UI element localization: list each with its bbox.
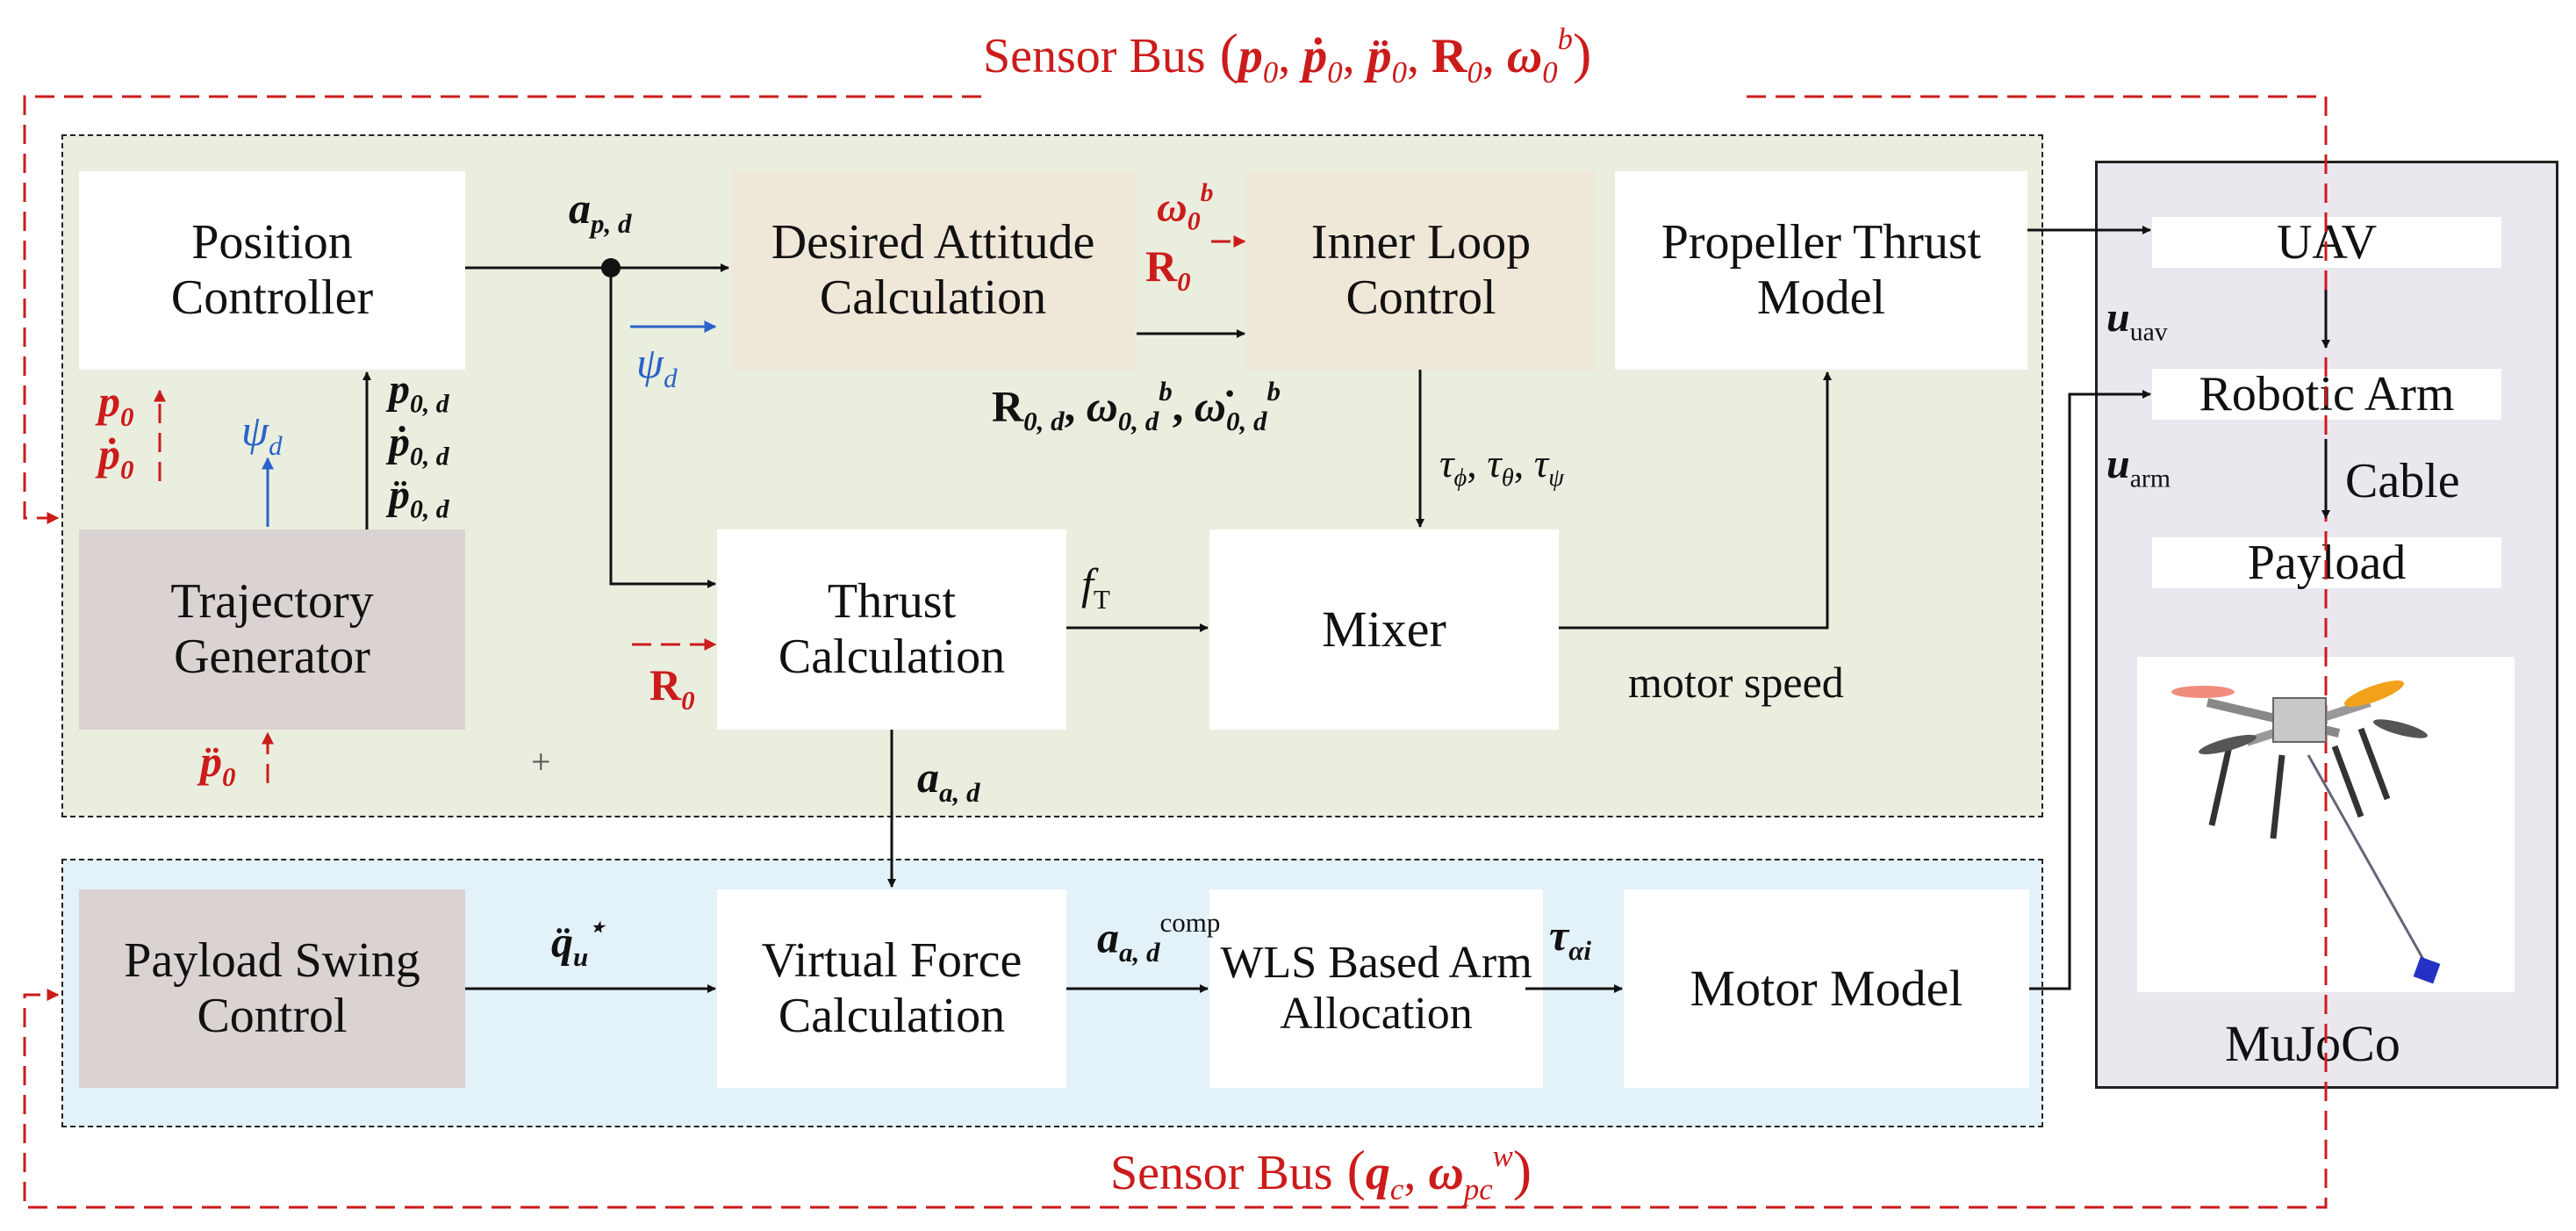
position-controller-block: Position Controller <box>79 171 465 370</box>
payload-swing-block: Payload Swing Control <box>79 889 465 1088</box>
signal-R0-top: R0 <box>1145 241 1191 297</box>
signal-a-ad-comp: aa, dcomp <box>1097 907 1221 968</box>
branch-junction <box>601 258 621 277</box>
signal-a-pd: ap, d <box>569 184 632 239</box>
signal-omega0b: ω0b <box>1157 178 1214 236</box>
drone-illustration <box>2171 680 2441 984</box>
inner-loop-block: Inner Loop Control <box>1246 171 1596 370</box>
thrust-calculation-block: Thrust Calculation <box>717 529 1066 730</box>
desired-attitude-block: Desired Attitude Calculation <box>731 171 1135 370</box>
sensor-bus-loops <box>23 95 2328 1209</box>
signal-u-arm: uarm <box>2106 441 2171 493</box>
sensor-bus-bottom: Sensor Bus (qc, ωpcw) <box>1110 1139 1532 1207</box>
signal-u-uav: uuav <box>2106 294 2168 347</box>
signal-p0dot-traj: ṗ0 <box>98 429 134 485</box>
signal-psi-d-traj: ψd <box>241 406 283 461</box>
cable-label: Cable <box>2345 454 2460 508</box>
motor-model-block: Motor Model <box>1624 889 2029 1088</box>
signal-attitude-ref: R0, d, ω0, db, ω̇0, db <box>992 376 1281 437</box>
signal-p0-ddot-in: p̈0 <box>200 737 236 792</box>
mujoco-label: MuJoCo <box>2225 1015 2400 1072</box>
blue-yaw-arrows <box>262 320 717 527</box>
signal-psi-d-top: ψd <box>636 338 678 393</box>
signal-torques: τϕ, τθ, τψ <box>1439 441 1564 492</box>
signal-arrows <box>362 226 2330 993</box>
signal-p0d-ddot: p̈0, d <box>389 472 449 524</box>
mixer-block: Mixer <box>1209 529 1559 730</box>
virtual-force-block: Virtual Force Calculation <box>717 889 1066 1088</box>
signal-p0d-dot: ṗ0, d <box>389 419 449 472</box>
signal-R0-thrust: R0 <box>649 660 695 716</box>
plus-marker: + <box>531 742 551 781</box>
motor-speed-label: motor speed <box>1628 658 1844 707</box>
signal-tau-alpha: ταi <box>1549 911 1591 966</box>
signal-p0d: p0, d <box>389 366 449 419</box>
sensor-bus-top: Sensor Bus (p0, ṗ0, p̈0, R0, ω0b) <box>983 22 1592 90</box>
signal-a-ad: aa, d <box>917 752 980 808</box>
signal-fT: fT <box>1081 559 1110 615</box>
sensor-bus-top-label: Sensor Bus <box>983 29 1206 84</box>
propeller-thrust-block: Propeller Thrust Model <box>1615 171 2027 370</box>
signal-q-u-ddot: q̈u⋆ <box>551 911 606 973</box>
wls-arm-block: WLS Based Arm Allocation <box>1209 889 1543 1088</box>
sensor-bus-bottom-label: Sensor Bus <box>1110 1146 1333 1201</box>
signal-p0-traj: p0 <box>98 377 134 432</box>
trajectory-generator-block: Trajectory Generator <box>79 529 465 730</box>
